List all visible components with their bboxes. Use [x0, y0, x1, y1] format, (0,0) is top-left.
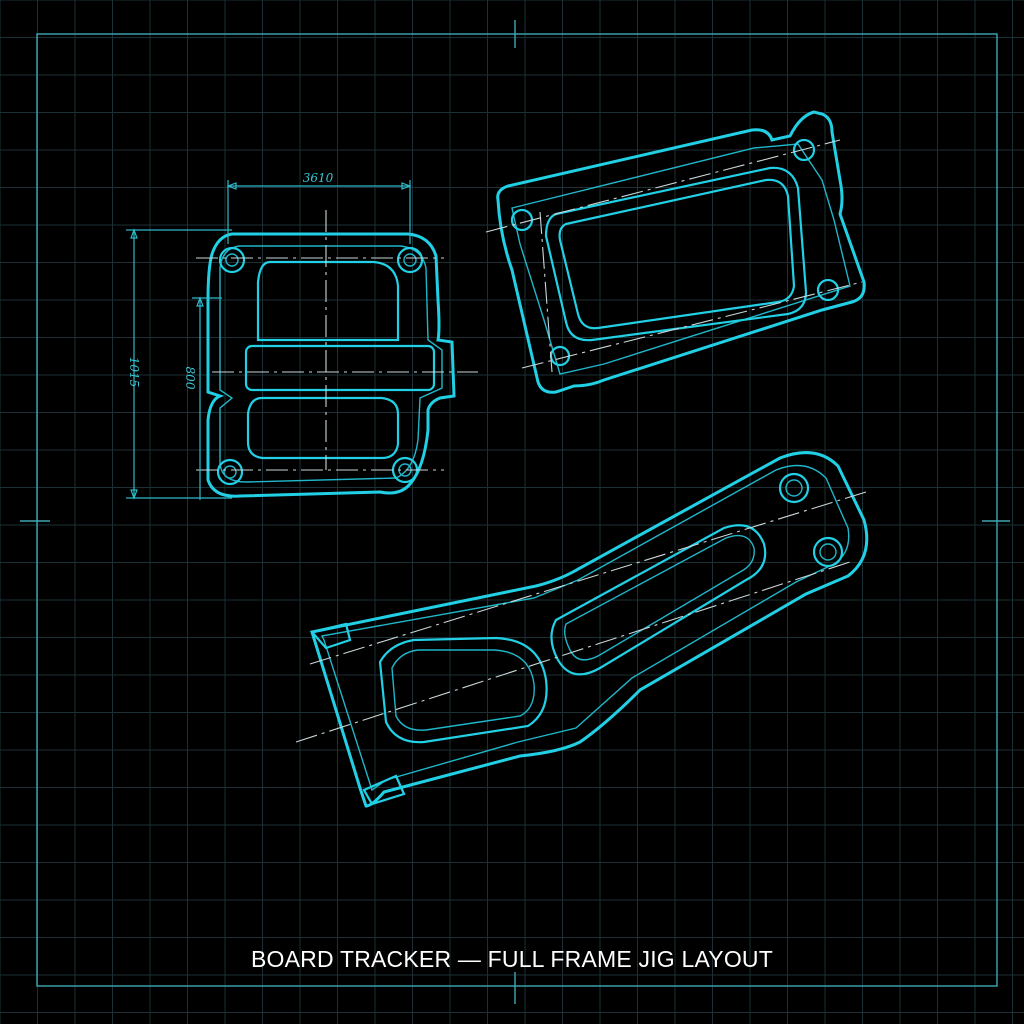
drawing-border [36, 33, 998, 987]
swing-arm-centerline-upper [309, 491, 867, 665]
dimension-arrow-left-inner-top [196, 296, 204, 307]
swing-arm-front-slot [378, 636, 548, 744]
swing-arm-long-slot [550, 524, 767, 676]
mounting-plate-hole-left-bottom [549, 345, 571, 367]
dimension-arrow-left-overall-bottom [130, 489, 138, 500]
dimension-arrow-left-overall-top [130, 228, 138, 239]
front-bracket-offset [219, 245, 443, 483]
dimension-label-left-overall-height: 1015 [127, 357, 141, 388]
dimension-label-left-inner-height: 800 [183, 367, 197, 390]
front-bracket-hole-top-left-inner [225, 253, 239, 267]
front-bracket-part: 3610 1015 800 [126, 171, 478, 500]
front-bracket-hole-top-left [218, 246, 246, 274]
dimension-arrow-top-right [401, 182, 412, 190]
mounting-plate-hole-right-bottom [816, 278, 840, 302]
drawing-caption: BOARD TRACKER — FULL FRAME JIG LAYOUT [250, 946, 773, 972]
front-bracket-lower-window [246, 396, 400, 460]
mounting-plate-hole-right-top [792, 138, 816, 162]
mounting-plate-part [485, 110, 866, 394]
swing-arm-pivot-hole-top-inner [785, 479, 803, 497]
swing-arm-end-notch-bottom [362, 774, 406, 806]
front-bracket-hole-top-right-inner [403, 253, 417, 267]
front-bracket-outline [206, 232, 456, 498]
swing-arm-long-slot-inner [563, 534, 755, 661]
front-bracket-hole-top-right [396, 246, 424, 274]
dimension-label-top-width: 3610 [303, 171, 334, 185]
dimension-arrow-top-left [226, 182, 237, 190]
swing-arm-outline [310, 451, 869, 808]
swing-arm-pivot-hole-bottom [812, 536, 844, 568]
front-bracket-hole-bottom-left [216, 458, 244, 486]
mounting-plate-centerline-left [539, 211, 553, 373]
swing-arm-end-notch-top [309, 622, 352, 650]
swing-arm-centerline-lower [295, 561, 851, 743]
swing-arm-pivot-hole-top [778, 472, 810, 504]
swing-arm-front-slot-inner [391, 649, 535, 731]
mounting-plate-outline [496, 110, 866, 394]
swing-arm-part [295, 451, 869, 808]
front-bracket-hole-bottom-left-inner [223, 465, 237, 479]
mounting-plate-offset [511, 143, 851, 375]
swing-arm-pivot-hole-bottom-inner [819, 543, 837, 561]
front-bracket-upper-window [256, 260, 400, 342]
front-bracket-crossbar [244, 344, 436, 392]
mounting-plate-centerline-bottom [521, 281, 863, 369]
mounting-plate-window-inner [558, 178, 796, 330]
mounting-plate-centerline-top [485, 139, 841, 233]
swing-arm-offset [320, 464, 850, 792]
mounting-plate-window-outer [544, 166, 808, 342]
